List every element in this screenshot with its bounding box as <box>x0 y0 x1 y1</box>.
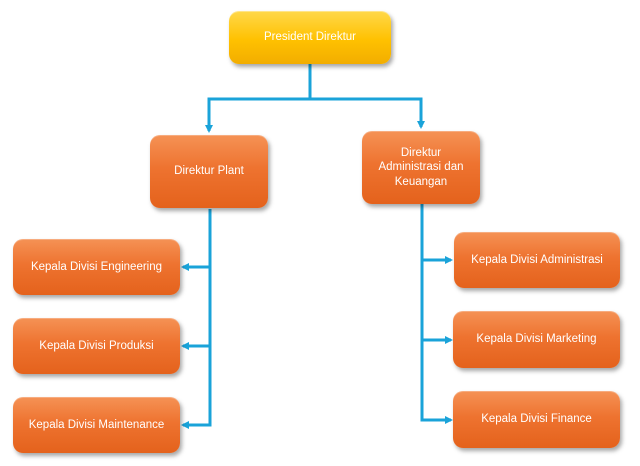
node-label: Kepala Divisi Maintenance <box>28 418 165 431</box>
connector-president-to-plant <box>205 64 312 133</box>
node-label: Kepala Divisi Engineering <box>30 260 163 273</box>
node-president-direktur: President Direktur <box>229 11 391 64</box>
node-label: Kepala Divisi Produksi <box>39 339 154 352</box>
node-kepala-divisi-engineering: Kepala Divisi Engineering <box>13 239 180 295</box>
node-label: Kepala Divisi Administrasi <box>471 253 603 266</box>
connector-admin-to-finance <box>420 340 453 424</box>
node-kepala-divisi-produksi: Kepala Divisi Produksi <box>13 318 180 374</box>
connector-plant-to-maintenance <box>181 346 212 429</box>
node-label: President Direktur <box>263 31 357 44</box>
node-label: Kepala Divisi Marketing <box>476 333 597 346</box>
node-kepala-divisi-marketing: Kepala Divisi Marketing <box>453 311 620 368</box>
node-direktur-administrasi-keuangan: Direktur Administrasi dan Keuangan <box>362 131 480 204</box>
connector-plant-to-engineering <box>181 209 212 271</box>
node-kepala-divisi-maintenance: Kepala Divisi Maintenance <box>13 397 180 453</box>
node-label: Direktur Plant <box>174 165 244 178</box>
connector-president-to-admin-finance <box>310 97 425 129</box>
node-label-line-1: Direktur <box>400 146 442 159</box>
node-label-line-3: Keuangan <box>394 175 448 188</box>
node-kepala-divisi-administrasi: Kepala Divisi Administrasi <box>454 232 620 288</box>
node-kepala-divisi-finance: Kepala Divisi Finance <box>453 391 620 448</box>
node-direktur-plant: Direktur Plant <box>150 135 268 208</box>
node-label-line-2: Administrasi dan <box>378 161 464 174</box>
connector-admin-to-marketing <box>420 260 453 344</box>
connector-plant-to-produksi <box>181 267 212 350</box>
connector-admin-to-administrasi <box>420 204 453 264</box>
node-label: Kepala Divisi Finance <box>481 413 592 426</box>
